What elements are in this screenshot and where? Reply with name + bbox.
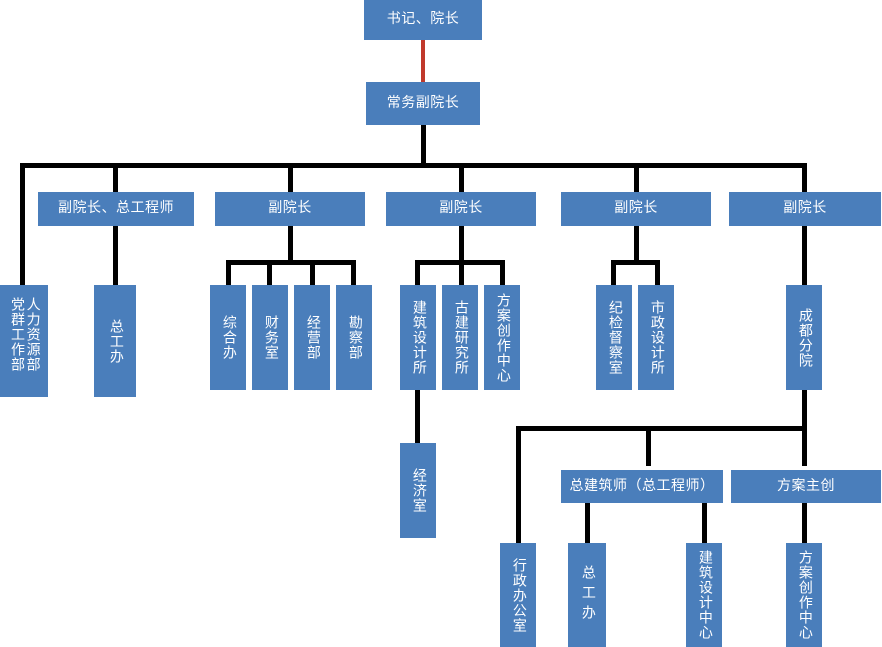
connector-vice2-down	[288, 225, 293, 262]
connector-archinst-to-economics	[415, 390, 420, 446]
node-exec-vice-dean[interactable]: 常务副院长	[366, 82, 480, 125]
connector-exec-down	[421, 124, 426, 165]
connector-vice4-drop-a	[611, 260, 616, 287]
node-chief-engineer-office-chengdu[interactable]: 总工办	[568, 543, 606, 647]
connector-schemelead-to-center	[802, 502, 807, 543]
connector-vice2-drop-b	[267, 260, 272, 287]
node-scheme-lead[interactable]: 方案主创	[731, 470, 881, 503]
node-scheme-creation-center[interactable]: 方案创作中心	[484, 285, 520, 390]
connector-bus-drop-vice1	[113, 163, 118, 192]
connector-chiefarch-to-archcenter	[702, 502, 707, 543]
node-municipal-design-institute[interactable]: 市政设计所	[638, 285, 674, 390]
node-vice-dean-5[interactable]: 副院长	[729, 192, 881, 226]
node-discipline-inspection-office[interactable]: 纪检督察室	[596, 285, 632, 390]
connector-vice5-to-chengdu	[802, 225, 807, 287]
connector-vice2-drop-d	[351, 260, 356, 287]
connector-vice2-bus	[226, 260, 356, 265]
node-architecture-design-center[interactable]: 建筑设计中心	[686, 543, 722, 647]
connector-chengdu-drop-schemelead	[802, 426, 807, 466]
node-party-work-dept-label: 党群工作部	[9, 297, 25, 372]
node-scheme-creation-center-chengdu[interactable]: 方案创作中心	[786, 543, 822, 647]
node-hr-and-party-dept[interactable]: 人力资源部 党群工作部	[0, 285, 48, 397]
node-vice-dean-chief-engineer[interactable]: 副院长、总工程师	[38, 192, 194, 226]
node-chengdu-branch[interactable]: 成都分院	[786, 285, 822, 390]
node-finance-office[interactable]: 财务室	[252, 285, 288, 390]
node-root[interactable]: 书记、院长	[364, 0, 482, 40]
node-ancient-architecture-institute[interactable]: 古建研究所	[442, 285, 478, 390]
connector-bus-drop-hr	[20, 163, 25, 287]
node-architecture-design-institute[interactable]: 建筑设计所	[400, 285, 436, 390]
node-chief-engineer-office[interactable]: 总工办	[94, 285, 136, 397]
connector-chengdu-down	[802, 390, 807, 430]
connector-vice3-drop-a	[415, 260, 420, 287]
node-economics-office[interactable]: 经济室	[400, 443, 436, 538]
connector-bus-drop-vice3	[459, 163, 464, 192]
node-operations-dept[interactable]: 经营部	[294, 285, 330, 390]
node-chief-architect[interactable]: 总建筑师（总工程师）	[561, 470, 723, 503]
node-vice-dean-2[interactable]: 副院长	[215, 192, 365, 226]
connector-vice1-to-chiefeng	[113, 225, 118, 287]
node-vice-dean-4[interactable]: 副院长	[561, 192, 711, 226]
node-vice-dean-3[interactable]: 副院长	[386, 192, 536, 226]
node-survey-dept[interactable]: 勘察部	[336, 285, 372, 390]
connector-main-bus	[20, 163, 807, 168]
connector-vice4-drop-b	[655, 260, 660, 287]
connector-bus-drop-vice2	[288, 163, 293, 192]
connector-vice3-drop-c	[500, 260, 505, 287]
connector-vice3-drop-b	[459, 260, 464, 287]
connector-vice2-drop-a	[226, 260, 231, 287]
connector-bus-drop-vice5	[802, 163, 807, 192]
node-admin-office[interactable]: 行政办公室	[500, 543, 536, 647]
connector-root-to-exec	[421, 39, 425, 82]
node-general-office[interactable]: 综合办	[210, 285, 246, 390]
connector-vice2-drop-c	[310, 260, 315, 287]
connector-chengdu-drop-chiefarch	[646, 426, 651, 466]
connector-vice4-down	[634, 225, 639, 262]
connector-chengdu-bus	[516, 426, 807, 431]
connector-vice4-bus	[611, 260, 660, 265]
connector-chengdu-drop-admin	[516, 426, 521, 543]
connector-vice3-down	[459, 225, 464, 262]
node-hr-dept-label: 人力资源部	[24, 297, 41, 372]
connector-bus-drop-vice4	[634, 163, 639, 192]
connector-chiefarch-to-chiefeng	[585, 502, 590, 543]
